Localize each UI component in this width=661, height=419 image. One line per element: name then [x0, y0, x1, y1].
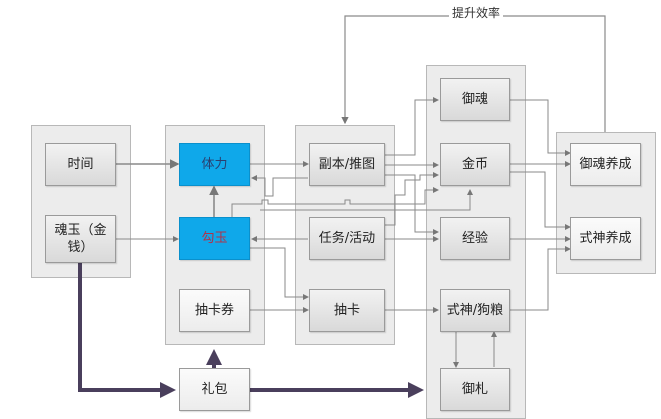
node-stamina: 体力	[179, 143, 250, 186]
node-shikigami: 式神/狗粮	[440, 289, 510, 332]
node-shikigami-growth: 式神养成	[570, 217, 641, 260]
node-gacha: 抽卡	[309, 289, 385, 332]
node-draw-ticket: 抽卡券	[179, 289, 250, 332]
node-mitama: 御魂	[440, 78, 510, 121]
node-soul-jade: 魂玉（金钱）	[45, 215, 116, 263]
node-magatama: 勾玉	[179, 217, 250, 260]
node-mitama-growth: 御魂养成	[570, 143, 641, 186]
node-gift: 御札	[440, 368, 510, 411]
node-dungeon: 副本/推图	[309, 143, 385, 186]
node-time: 时间	[45, 143, 116, 186]
node-quest: 任务/活动	[309, 217, 385, 260]
node-gold: 金币	[440, 143, 510, 186]
feedback-label: 提升效率	[449, 4, 504, 21]
node-exp: 经验	[440, 217, 510, 260]
thick-arrow-soul-gift	[78, 262, 176, 398]
node-gift-pack: 礼包	[179, 368, 250, 411]
